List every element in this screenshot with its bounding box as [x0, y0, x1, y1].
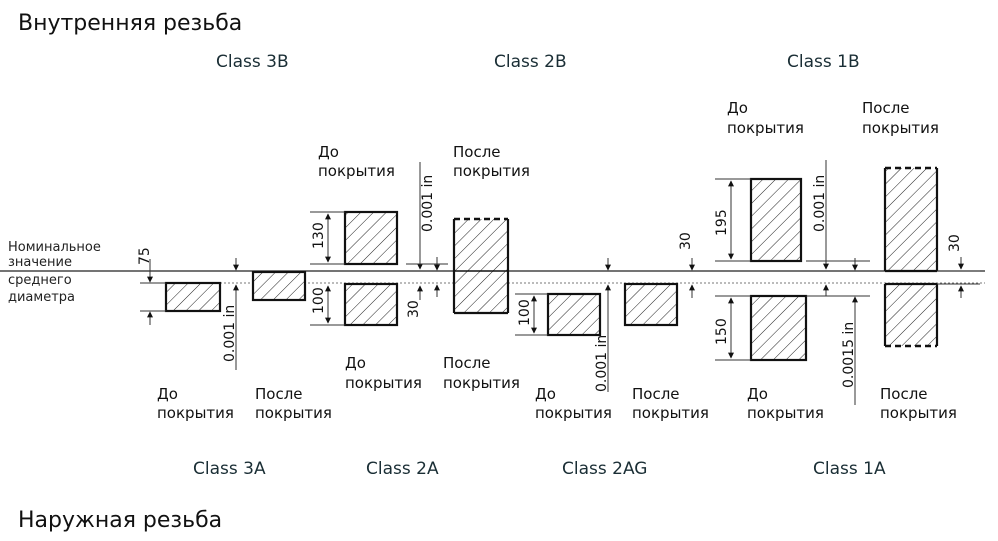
dim-2ag-0001: 0.001 in: [594, 335, 610, 392]
class-2ag-after-label-2: покрытия: [632, 404, 709, 422]
class-2ag-before-box: [546, 292, 602, 337]
dim-2a-30: 30: [406, 300, 422, 318]
class-2a-before-label-2: покрытия: [345, 374, 422, 392]
dim-75: 75: [137, 247, 153, 265]
class-2b-before-label: До: [318, 143, 339, 161]
dim-1a-00015: 0.0015 in: [841, 322, 857, 388]
dim-1a-30: 30: [947, 234, 963, 252]
nominal-diameter-label: Номинальное значение среднего диаметра: [8, 240, 101, 305]
class-1b-after-label: После: [862, 99, 910, 117]
class-1a-before-box: [749, 294, 808, 362]
external-thread-heading: Наружная резьба: [18, 508, 222, 533]
class-2a-after-label: После: [443, 354, 491, 372]
class-1a-before-label-2: покрытия: [747, 404, 824, 422]
dim-2b-0001: 0.001 in: [420, 175, 436, 232]
svg-text:Номинальное: Номинальное: [8, 240, 101, 255]
class-1b-before-label-2: покрытия: [727, 119, 804, 137]
class-1b-before-label: До: [727, 99, 748, 117]
class-1a-label: Class 1A: [813, 459, 886, 479]
dim-1b-0001: 0.001 in: [812, 175, 828, 232]
class-2b-label: Class 2B: [494, 52, 567, 72]
class-2b-before-box: [343, 210, 399, 266]
dim-130: 130: [311, 222, 327, 249]
class-3a-before-box: [164, 281, 222, 313]
svg-text:диаметра: диаметра: [8, 290, 75, 305]
dim-2ag-100: 100: [517, 299, 533, 326]
class-3a-after-label-2: покрытия: [255, 404, 332, 422]
class-1a-after-label: После: [880, 385, 928, 403]
class-3a-after-label: После: [255, 385, 303, 403]
dim-3a-0001: 0.001 in: [222, 305, 238, 362]
class-1b-label: Class 1B: [787, 52, 860, 72]
internal-thread-heading: Внутренняя резьба: [18, 11, 242, 36]
dim-2a-100: 100: [311, 287, 327, 314]
class-2ag-after-label: После: [632, 385, 680, 403]
class-2b-after-label-2: покрытия: [453, 162, 530, 180]
class-2b-before-label-2: покрытия: [318, 162, 395, 180]
svg-text:значение: значение: [8, 255, 72, 270]
class-2ag-label: Class 2AG: [562, 459, 647, 479]
class-1a-before-label: До: [747, 385, 768, 403]
class-2ag-before-label: До: [535, 385, 556, 403]
class-2ag-after-box: [623, 282, 679, 327]
class-2a-label: Class 2A: [366, 459, 439, 479]
class-3a-after-box: [251, 270, 307, 302]
dim-2ag-30: 30: [678, 232, 694, 250]
class-2a-after-label-2: покрытия: [443, 374, 520, 392]
dim-195: 195: [714, 209, 730, 236]
class-3a-label: Class 3A: [193, 459, 266, 479]
class-1a-after-label-2: покрытия: [880, 404, 957, 422]
class-2b-after-label: После: [453, 143, 501, 161]
class-1b-before-box: [749, 177, 803, 263]
dim-150: 150: [714, 318, 730, 345]
class-1b-after-label-2: покрытия: [862, 119, 939, 137]
class-3b-label: Class 3B: [216, 52, 289, 72]
class-3a-before-label: До: [157, 385, 178, 403]
svg-text:среднего: среднего: [8, 273, 72, 288]
class-2ag-before-label-2: покрытия: [535, 404, 612, 422]
class-3a-before-label-2: покрытия: [157, 404, 234, 422]
class-2a-before-box: [343, 282, 399, 327]
class-2a-before-label: До: [345, 354, 366, 372]
